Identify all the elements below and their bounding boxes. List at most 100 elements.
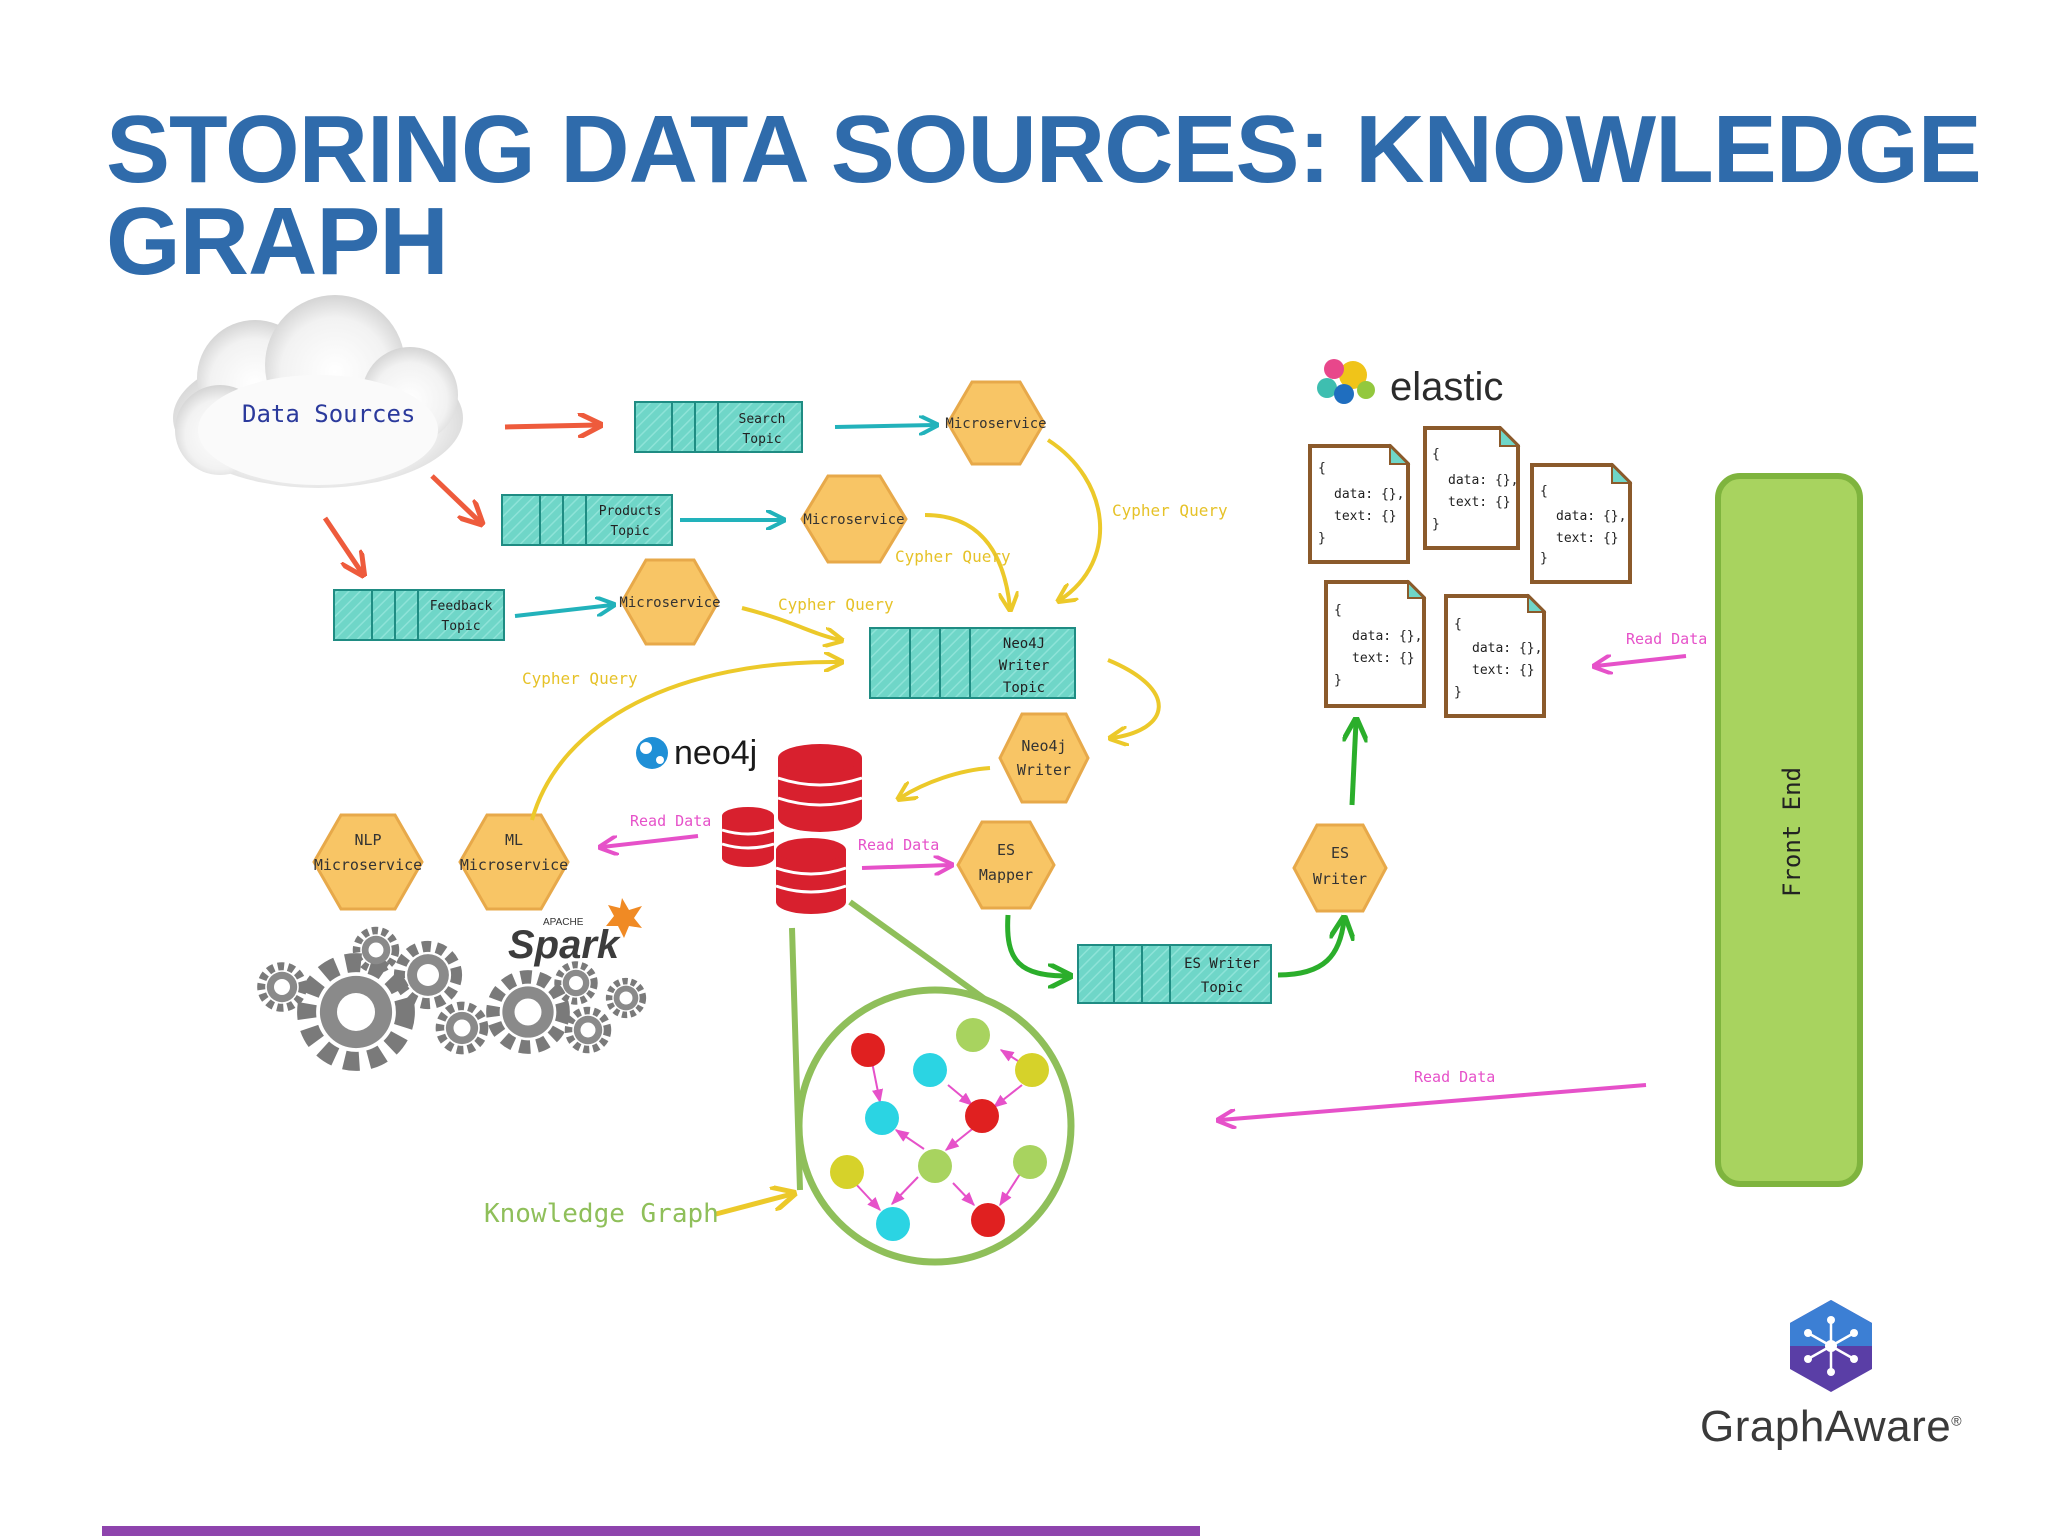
svg-text:ES: ES — [1331, 844, 1349, 862]
cypher-query-label-3: Cypher Query — [778, 595, 894, 614]
svg-text:Search: Search — [739, 412, 786, 427]
microservice-search: Microservice — [945, 380, 1047, 466]
svg-text:data: {},: data: {}, — [1556, 509, 1626, 524]
read-data-arrows — [602, 654, 1687, 1120]
graph-node — [956, 1018, 990, 1052]
search-topic: Search Topic — [634, 401, 803, 453]
ingest-arrows — [322, 425, 598, 573]
cypher-query-arrows — [530, 438, 1161, 821]
svg-text:text: {}: text: {} — [1448, 495, 1511, 510]
svg-text:ES Writer: ES Writer — [1184, 956, 1260, 972]
svg-text:{: { — [1540, 484, 1548, 499]
svg-text:elastic: elastic — [1390, 365, 1503, 409]
ingest-arrow-search — [504, 425, 598, 427]
es-writer-topic: ES Writer Topic — [1077, 944, 1272, 1004]
consume-arrows — [514, 425, 935, 618]
svg-text:data: {},: data: {}, — [1472, 641, 1542, 656]
graph-node — [971, 1203, 1005, 1237]
svg-text:Products: Products — [599, 504, 662, 519]
graph-node — [918, 1149, 952, 1183]
read-data-label-2: Read Data — [858, 836, 939, 854]
svg-text:Spark: Spark — [508, 923, 621, 967]
svg-text:{: { — [1454, 617, 1462, 632]
svg-text:Topic: Topic — [1201, 980, 1243, 996]
svg-text:text: {}: text: {} — [1352, 651, 1415, 666]
svg-text:Writer: Writer — [1017, 761, 1071, 779]
graph-node — [1013, 1145, 1047, 1179]
svg-text:Writer: Writer — [999, 658, 1050, 674]
data-sources-cloud: Data Sources — [173, 295, 463, 488]
svg-text:Front End: Front End — [1778, 767, 1806, 897]
svg-text:}: } — [1334, 673, 1342, 688]
nlp-microservice: NLP Microservice — [312, 813, 424, 911]
svg-text:text: {}: text: {} — [1334, 509, 1397, 524]
es-document: { data: {}, text: {} } — [1530, 462, 1633, 584]
elastic-logo: elastic — [1317, 359, 1503, 409]
spark-logo: APACHE Spark — [508, 898, 642, 967]
svg-text:}: } — [1318, 531, 1326, 546]
svg-text:Feedback: Feedback — [430, 599, 493, 614]
microservice-products: Microservice — [800, 474, 908, 564]
ml-microservice: ML Microservice — [458, 813, 570, 911]
svg-text:}: } — [1454, 685, 1462, 700]
svg-text:Mapper: Mapper — [979, 866, 1033, 884]
knowledge-graph-arrow — [715, 1194, 792, 1217]
bottom-accent-bar — [102, 1526, 1200, 1536]
graphaware-logo-text: GraphAware® — [1700, 1402, 1963, 1451]
ingest-arrow-products — [430, 474, 480, 522]
svg-text:ML: ML — [505, 831, 523, 849]
svg-text:Microservice: Microservice — [314, 856, 422, 874]
svg-text:Writer: Writer — [1313, 870, 1367, 888]
svg-text:APACHE: APACHE — [543, 917, 584, 928]
es-document: { data: {}, text: {} } — [1444, 593, 1547, 718]
microservice-feedback: Microservice — [619, 558, 721, 646]
svg-text:Microservice: Microservice — [945, 416, 1046, 432]
svg-text:Microservice: Microservice — [619, 595, 720, 611]
svg-text:Topic: Topic — [441, 619, 480, 634]
svg-text:text: {}: text: {} — [1472, 663, 1535, 678]
cypher-query-label-1: Cypher Query — [1112, 501, 1228, 520]
cypher-query-label-4: Cypher Query — [522, 669, 638, 688]
es-mapper: ES Mapper — [956, 820, 1056, 910]
svg-text:NLP: NLP — [354, 831, 381, 849]
knowledge-graph-label: Knowledge Graph — [484, 1199, 719, 1229]
read-data-label-4: Read Data — [1414, 1068, 1495, 1086]
graph-node — [913, 1053, 947, 1087]
neo4j-database-icon — [721, 744, 863, 914]
front-end: Front End — [1715, 473, 1863, 1187]
svg-text:data: {},: data: {}, — [1334, 487, 1404, 502]
graph-node — [851, 1033, 885, 1067]
graphaware-logo-icon — [1790, 1300, 1872, 1392]
data-sources-label: Data Sources — [242, 400, 415, 428]
svg-text:{: { — [1318, 461, 1326, 476]
svg-text:Topic: Topic — [1003, 680, 1045, 696]
svg-text:Microservice: Microservice — [803, 512, 904, 528]
svg-text:Topic: Topic — [610, 524, 649, 539]
svg-text:data: {},: data: {}, — [1448, 473, 1518, 488]
es-writer: ES Writer — [1292, 823, 1388, 913]
svg-text:data: {},: data: {}, — [1352, 629, 1422, 644]
es-document: { data: {}, text: {} } — [1423, 425, 1521, 550]
knowledge-graph — [789, 899, 1075, 1266]
svg-text:Neo4j: Neo4j — [1021, 737, 1066, 755]
index-arrows — [1005, 722, 1356, 976]
svg-text:neo4j: neo4j — [674, 734, 757, 772]
svg-text:Neo4J: Neo4J — [1003, 636, 1045, 652]
graph-node — [865, 1101, 899, 1135]
svg-text:}: } — [1540, 551, 1548, 566]
svg-text:{: { — [1334, 603, 1342, 618]
feedback-topic: Feedback Topic — [333, 589, 505, 641]
neo4j-writer-topic: Neo4J Writer Topic — [869, 627, 1076, 699]
ingest-arrow-feedback — [322, 516, 362, 573]
graph-node — [876, 1207, 910, 1241]
graph-node — [830, 1155, 864, 1189]
es-document: { data: {}, text: {} } — [1324, 579, 1427, 708]
svg-text:text: {}: text: {} — [1556, 531, 1619, 546]
neo4j-writer: Neo4j Writer — [998, 712, 1090, 804]
svg-text:}: } — [1432, 517, 1440, 532]
svg-text:ES: ES — [997, 841, 1015, 859]
graph-node — [965, 1099, 999, 1133]
svg-text:{: { — [1432, 447, 1440, 462]
neo4j-logo: neo4j — [636, 734, 757, 772]
